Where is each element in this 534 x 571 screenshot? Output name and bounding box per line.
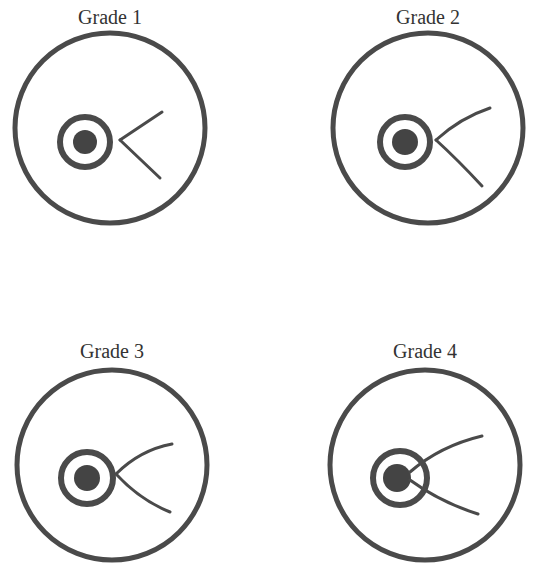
grade-label: Grade 1 (78, 6, 142, 29)
grade-label: Grade 4 (393, 340, 457, 363)
grade-label: Grade 2 (396, 6, 460, 29)
grade-label: Grade 3 (80, 340, 144, 363)
